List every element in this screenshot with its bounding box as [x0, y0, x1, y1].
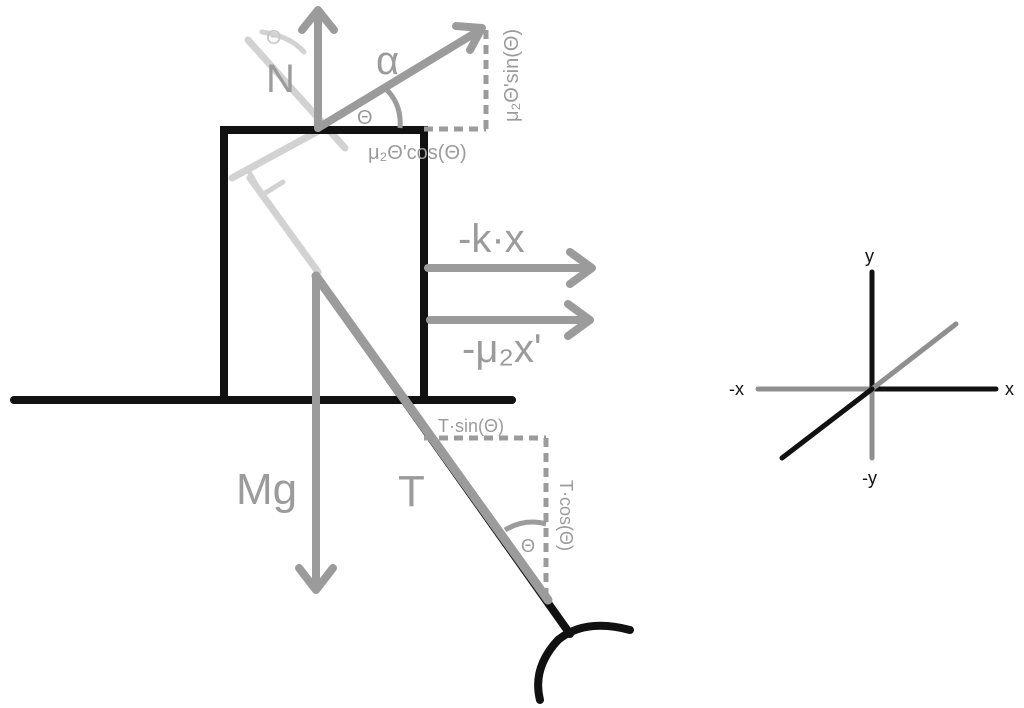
- axis-label-pos-x: x: [1005, 379, 1014, 399]
- block: [220, 126, 428, 404]
- spring-force-arrow: [424, 248, 596, 288]
- spring-force-label: -k·x: [458, 217, 525, 261]
- weight-label: Mg: [236, 465, 297, 514]
- axis-pos-z: [869, 321, 959, 392]
- mu-cos-label: μ₂Θ'cos(Θ): [368, 142, 467, 164]
- coordinate-axes: [755, 269, 999, 461]
- tension-cos-label: T·cos(Θ): [556, 480, 576, 551]
- axis-label-pos-y: y: [865, 246, 874, 266]
- alpha-force-arrow: [314, 22, 486, 132]
- hanging-mass: [534, 621, 634, 704]
- axis-label-neg-y: -y: [862, 468, 877, 488]
- angle-top-label: Θ: [357, 107, 373, 129]
- weight-arrow: [295, 272, 337, 594]
- axis-label-neg-x: -x: [729, 379, 744, 399]
- damping-force-label: -μ₂x': [462, 327, 542, 371]
- tension-component-dashes: [424, 435, 549, 598]
- normal-angle-label: Θ: [266, 27, 282, 49]
- normal-force-label: N: [266, 57, 295, 101]
- tension-label: T: [398, 467, 425, 516]
- alpha-label: α: [376, 39, 399, 83]
- angle-arc-rope: [503, 519, 547, 533]
- axis-neg-z: [779, 386, 875, 461]
- normal-force-arrow: [298, 6, 338, 132]
- mu-sin-label: μ₂Θ'sin(Θ): [501, 29, 523, 122]
- damping-force-arrow: [426, 300, 594, 340]
- rope-angle-label: Θ: [521, 536, 535, 556]
- angle-arc-top: [383, 86, 403, 129]
- mu-component-dashes: [424, 30, 489, 132]
- tension-sin-label: T·sin(Θ): [438, 416, 504, 436]
